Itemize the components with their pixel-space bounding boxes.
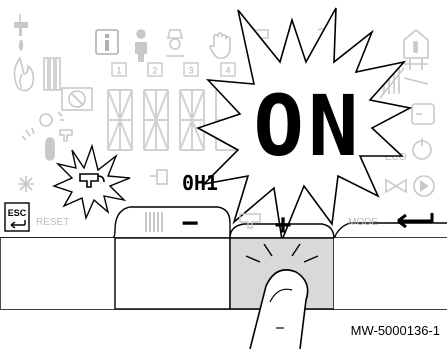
plus-label: + [274, 209, 292, 242]
zone-3-label: 3 [188, 66, 193, 76]
snowflake-icon [18, 176, 34, 192]
key-2[interactable] [115, 238, 230, 309]
key-1[interactable] [0, 238, 115, 309]
reset-label: RESET [36, 217, 69, 228]
key-4[interactable] [334, 238, 447, 309]
esc-label: ESC [8, 208, 27, 218]
ghost-digit-1 [108, 90, 132, 150]
parameter-code: 0H1 [182, 171, 218, 195]
zone-1-label: 1 [116, 66, 121, 76]
thermometer-icon [46, 138, 54, 160]
on-status-text: ON [253, 77, 362, 175]
mode-label: MODE [348, 217, 378, 228]
figure-reference: MW-5000136-1 [351, 323, 440, 338]
on-status-display: ON [253, 77, 362, 175]
esc-button[interactable]: ESC [5, 203, 29, 231]
zone-2-label: 2 [152, 66, 157, 76]
zone-4-label: 4 [225, 66, 230, 76]
ghost-digit-2 [144, 90, 168, 150]
minus-label: − [181, 207, 199, 240]
physical-keys [0, 238, 447, 309]
ghost-digit-3 [180, 90, 204, 150]
